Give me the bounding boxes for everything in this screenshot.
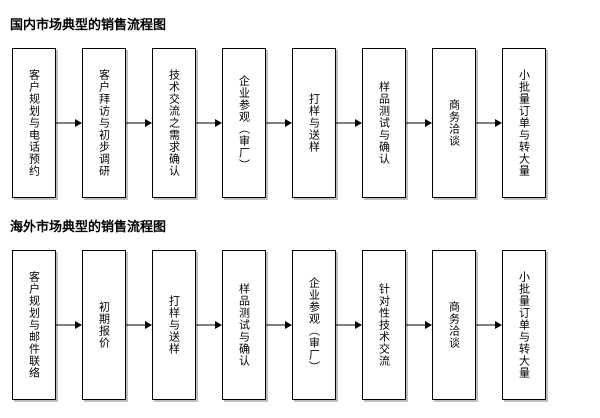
arrow-shaft <box>56 122 76 124</box>
process-node-label: 样品测试与确认 <box>377 81 391 165</box>
process-node[interactable]: 技术交流之需求确认 <box>152 48 196 198</box>
arrow-shaft <box>266 122 286 124</box>
process-node-label: 商务洽谈 <box>447 99 461 147</box>
arrow-shaft <box>56 324 76 326</box>
process-node-label: 客户规划与电话预约 <box>27 69 41 177</box>
process-node[interactable]: 客户拜访与初步调研 <box>82 48 126 198</box>
process-node[interactable]: 小批量订单与转大量 <box>502 250 546 400</box>
arrow-right-icon <box>266 250 292 400</box>
process-node-label: 技术交流之需求确认 <box>167 69 181 177</box>
arrow-right-icon <box>196 250 222 400</box>
process-node[interactable]: 针对性技术交流 <box>362 250 406 400</box>
arrow-head <box>285 119 292 127</box>
process-node-label: 样品测试与确认 <box>237 283 251 367</box>
arrow-right-icon <box>336 250 362 400</box>
arrow-right-icon <box>476 48 502 198</box>
arrow-right-icon <box>266 48 292 198</box>
arrow-head <box>425 119 432 127</box>
arrow-head <box>355 321 362 329</box>
process-node[interactable]: 企业参观（审厂） <box>292 250 336 400</box>
arrow-head <box>285 321 292 329</box>
process-node[interactable]: 初期报价 <box>82 250 126 400</box>
process-node[interactable]: 打样与送样 <box>152 250 196 400</box>
process-node-label: 小批量订单与转大量 <box>517 271 531 379</box>
arrow-head <box>355 119 362 127</box>
arrow-shaft <box>406 122 426 124</box>
process-node-label: 企业参观（审厂） <box>237 75 251 171</box>
process-node-label: 打样与送样 <box>307 93 321 153</box>
process-node[interactable]: 打样与送样 <box>292 48 336 198</box>
arrow-head <box>145 119 152 127</box>
arrow-head <box>425 321 432 329</box>
arrow-head <box>215 119 222 127</box>
process-node[interactable]: 客户规划与邮件联络 <box>12 250 56 400</box>
process-node[interactable]: 企业参观（审厂） <box>222 48 266 198</box>
arrow-head <box>215 321 222 329</box>
arrow-shaft <box>196 324 216 326</box>
arrow-shaft <box>336 324 356 326</box>
process-node[interactable]: 样品测试与确认 <box>222 250 266 400</box>
process-node-label: 针对性技术交流 <box>377 283 391 367</box>
arrow-right-icon <box>126 48 152 198</box>
section-title-domestic: 国内市场典型的销售流程图 <box>10 18 167 33</box>
process-node-label: 打样与送样 <box>167 295 181 355</box>
section-title-overseas: 海外市场典型的销售流程图 <box>10 220 167 235</box>
arrow-right-icon <box>126 250 152 400</box>
arrow-shaft <box>476 122 496 124</box>
arrow-right-icon <box>406 48 432 198</box>
arrow-head <box>495 119 502 127</box>
process-node-label: 客户规划与邮件联络 <box>27 271 41 379</box>
arrow-shaft <box>476 324 496 326</box>
process-node[interactable]: 样品测试与确认 <box>362 48 406 198</box>
process-node[interactable]: 客户规划与电话预约 <box>12 48 56 198</box>
arrow-shaft <box>336 122 356 124</box>
arrow-right-icon <box>56 250 82 400</box>
arrow-right-icon <box>56 48 82 198</box>
process-node[interactable]: 小批量订单与转大量 <box>502 48 546 198</box>
arrow-right-icon <box>336 48 362 198</box>
arrow-right-icon <box>406 250 432 400</box>
arrow-head <box>145 321 152 329</box>
arrow-shaft <box>126 324 146 326</box>
arrow-head <box>75 119 82 127</box>
process-node-label: 企业参观（审厂） <box>307 277 321 373</box>
process-node-label: 商务洽谈 <box>447 301 461 349</box>
arrow-head <box>75 321 82 329</box>
arrow-right-icon <box>196 48 222 198</box>
process-node-label: 小批量订单与转大量 <box>517 69 531 177</box>
arrow-shaft <box>126 122 146 124</box>
arrow-shaft <box>196 122 216 124</box>
arrow-right-icon <box>476 250 502 400</box>
arrow-shaft <box>266 324 286 326</box>
process-node-label: 客户拜访与初步调研 <box>97 69 111 177</box>
process-node[interactable]: 商务洽谈 <box>432 250 476 400</box>
process-node-label: 初期报价 <box>97 301 111 349</box>
arrow-shaft <box>406 324 426 326</box>
flow-row-domestic: 客户规划与电话预约 客户拜访与初步调研 技术交流之需求确认 企业参观（审厂） 打样与送样… <box>12 48 546 198</box>
process-node[interactable]: 商务洽谈 <box>432 48 476 198</box>
arrow-head <box>495 321 502 329</box>
flow-row-overseas: 客户规划与邮件联络 初期报价 打样与送样 样品测试与确认 企业参观（审厂） 针对性技术交流… <box>12 250 546 400</box>
